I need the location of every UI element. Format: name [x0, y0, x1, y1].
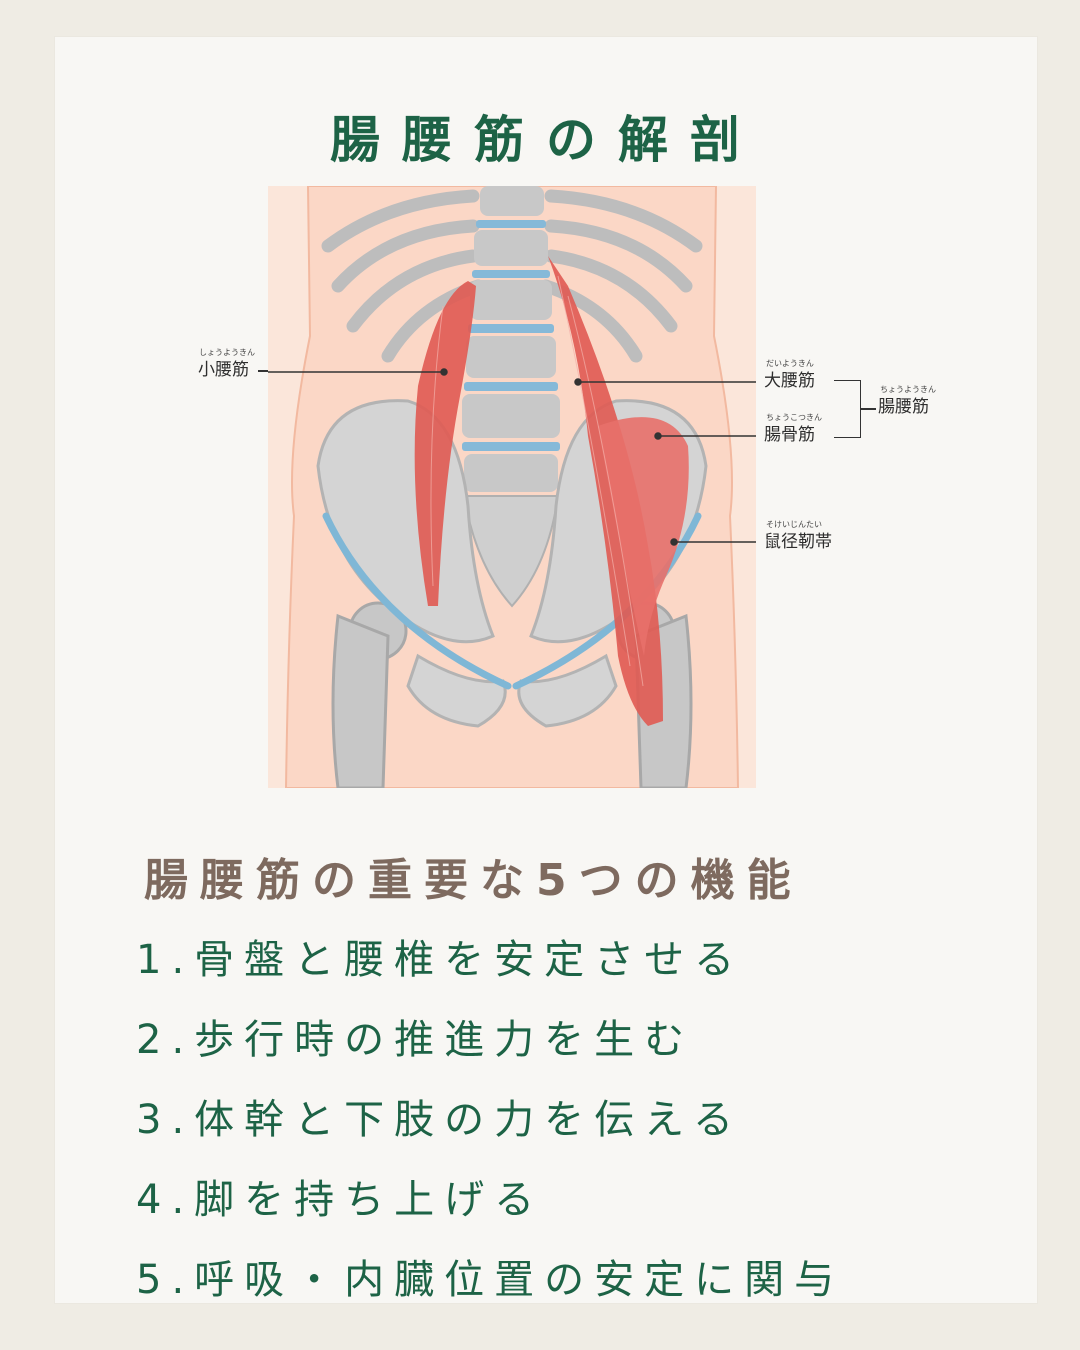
list-item-text: 骨盤と腰椎を安定させる	[194, 937, 745, 983]
list-item-text: 体幹と下肢の力を伝える	[194, 1097, 743, 1143]
iliopsoas-bracket-tick	[860, 408, 876, 410]
list-item: 3.体幹と下肢の力を伝える	[136, 1096, 844, 1176]
psoas-minor-leader	[258, 370, 268, 372]
list-item-text: 歩行時の推進力を生む	[194, 1017, 695, 1063]
functions-list: 1.骨盤と腰椎を安定させる 2.歩行時の推進力を生む 3.体幹と下肢の力を伝える…	[136, 936, 844, 1336]
functions-heading: 腸腰筋の重要な5つの機能	[144, 855, 803, 906]
list-item-number: 3.	[136, 1097, 195, 1143]
muscle-fibres	[430, 275, 644, 687]
list-item-number: 4.	[136, 1177, 195, 1223]
iliacus-label: 腸骨筋	[764, 425, 815, 445]
list-item: 4.脚を持ち上げる	[136, 1176, 844, 1256]
psoas-major-ruby: だいようきん	[766, 359, 814, 368]
psoas-major-label: 大腰筋	[764, 371, 815, 391]
list-item-number: 5.	[136, 1257, 195, 1303]
leader-lines	[268, 368, 756, 546]
inguinal-ligament-ruby: そけいじんたい	[766, 520, 822, 529]
anatomy-illustration	[268, 186, 756, 788]
iliopsoas-ruby: ちょうようきん	[880, 385, 936, 394]
list-item-text: 呼吸・内臓位置の安定に関与	[194, 1257, 845, 1303]
iliacus-muscle	[598, 417, 689, 656]
psoas-minor-label: 小腰筋	[198, 360, 249, 380]
iliacus-ruby: ちょうこつきん	[766, 413, 822, 422]
iliopsoas-label: 腸腰筋	[878, 397, 929, 417]
spine	[462, 186, 560, 608]
page-title: 腸腰筋の解剖	[330, 111, 762, 169]
list-item-number: 2.	[136, 1017, 195, 1063]
list-item: 2.歩行時の推進力を生む	[136, 1016, 844, 1096]
list-item-number: 1.	[136, 937, 195, 983]
anatomy-svg	[268, 186, 756, 788]
content-card: 腸腰筋の解剖	[54, 36, 1038, 1304]
list-item: 1.骨盤と腰椎を安定させる	[136, 936, 844, 1016]
psoas-minor-ruby: しょうようきん	[199, 348, 255, 357]
iliopsoas-bracket	[834, 380, 861, 438]
psoas-minor-muscle	[414, 281, 476, 606]
inguinal-ligament-label: 鼠径靭帯	[764, 532, 832, 552]
list-item: 5.呼吸・内臓位置の安定に関与	[136, 1256, 844, 1336]
list-item-text: 脚を持ち上げる	[194, 1177, 545, 1223]
